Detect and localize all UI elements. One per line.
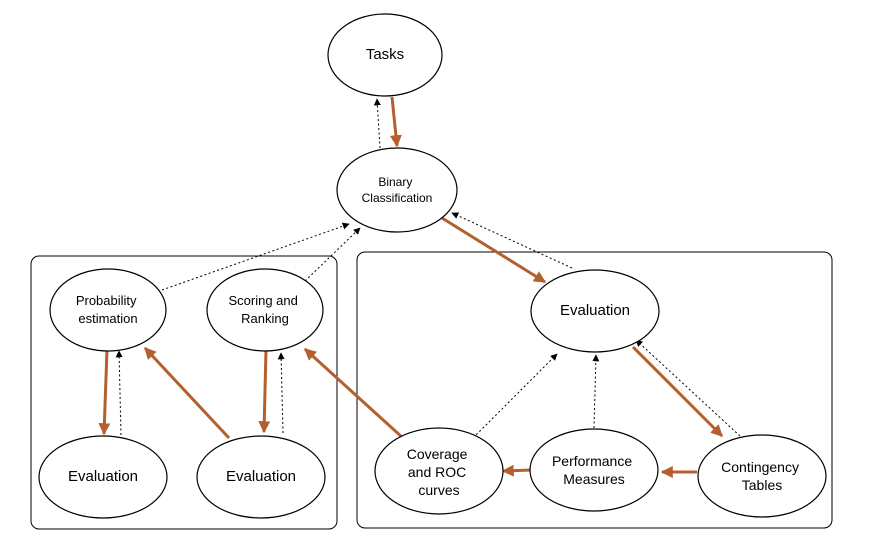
edge-eval_mid-to-prob-solid [143,346,231,440]
node-performance-measures: Performance Measures [529,428,659,512]
node-binary-line-1: Binary [378,175,412,189]
edge-prob-to-eval_left-solid [98,349,111,436]
edge-tasks-to-binary-solid [389,96,402,148]
node-binary-classification: Binary Classification [336,147,458,233]
node-evaluation-middle: Evaluation [196,435,326,519]
node-scoring-line-2: Ranking [241,311,289,326]
node-scoring-ranking: Scoring and Ranking [206,268,324,352]
node-evaluation-left: Evaluation [38,435,168,519]
svg-text:Contingency Tables: Contingency Tables [721,459,803,493]
edge-eval_right-to-contingency-solid [631,345,724,438]
svg-text:Performance Measures: Performance Measures [552,453,636,487]
node-probability-estimation: Probability estimation [49,268,167,352]
right-group-box [356,251,833,529]
node-contingency-line-2: Tables [742,477,782,493]
svg-text:Scoring and Ranking: Scoring and Ranking [228,293,301,326]
nodes-layer: Tasks Binary Classification Probability … [38,13,827,519]
node-scoring-line-1: Scoring and [228,293,297,308]
edge-eval_mid-to-scoring-dotted [277,352,285,434]
edge-prob-to-binary-dotted [161,222,350,291]
svg-text:Probability estimation: Probability estimation [76,293,140,326]
node-eval-left-label: Evaluation [68,468,138,485]
node-coverage-roc: Coverage and ROC curves [374,427,504,515]
edge-coverage-to-eval_right-dotted [472,353,558,439]
edge-binary-to-eval_right-solid [441,216,547,284]
edge-performance-to-coverage-solid [501,464,532,477]
node-coverage-line-2: and ROC [408,464,466,480]
node-coverage-line-3: curves [418,482,459,498]
edge-contingency-to-eval_right-dotted [635,339,741,437]
node-contingency-tables: Contingency Tables [697,434,827,518]
node-evaluation-right: Evaluation [530,269,660,353]
edge-scoring-to-eval_mid-solid [258,349,271,434]
node-contingency-line-1: Contingency [721,459,799,475]
node-prob-line-1: Probability [76,293,137,308]
node-coverage-line-1: Coverage [407,446,468,462]
svg-text:Binary Classification: Binary Classification [362,175,433,205]
svg-text:Coverage and ROC: Coverage and ROC curves [407,446,472,498]
node-eval-right-label: Evaluation [560,302,630,319]
edges-layer [98,96,741,478]
edge-coverage-to-scoring-solid [303,347,405,440]
node-tasks: Tasks [327,13,443,97]
node-binary-line-2: Classification [362,191,433,205]
node-performance-line-2: Measures [563,471,624,487]
node-eval-mid-label: Evaluation [226,468,296,485]
node-tasks-label: Tasks [366,46,404,63]
left-group-box [30,255,338,530]
edge-binary-to-tasks-dotted [373,98,381,149]
node-performance-line-1: Performance [552,453,632,469]
edge-scoring-to-binary-dotted [304,227,361,282]
node-prob-line-2: estimation [78,311,137,326]
edge-eval_left-to-prob-dotted [115,350,123,436]
edge-performance-to-eval_right-dotted [592,354,600,429]
